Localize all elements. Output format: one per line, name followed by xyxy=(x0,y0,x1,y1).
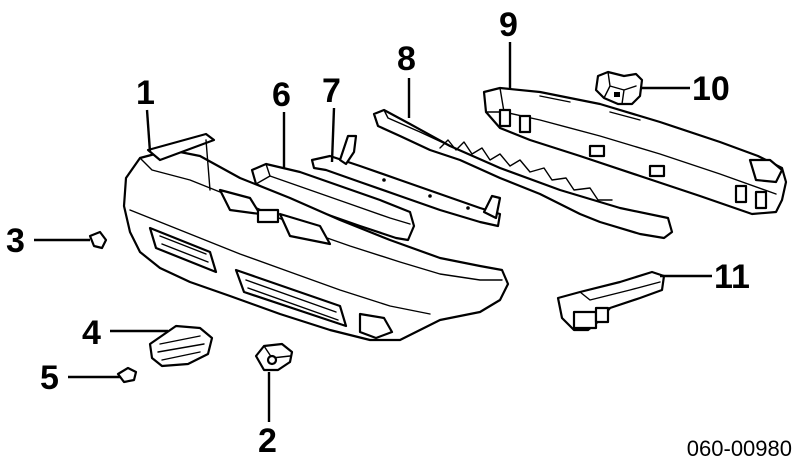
callout-6: 6 xyxy=(272,76,291,114)
part-2-fog-lamp xyxy=(254,342,294,372)
part-8-energy-absorber xyxy=(372,108,674,240)
callout-7: 7 xyxy=(322,72,341,110)
callout-9: 9 xyxy=(499,6,518,44)
part-5-clip xyxy=(116,366,138,384)
leader-7 xyxy=(330,107,336,163)
callout-10: 10 xyxy=(692,70,730,108)
leader-1 xyxy=(145,109,152,153)
callout-labels: 1 2 3 4 5 6 7 8 9 10 11 xyxy=(6,6,750,460)
part-10-bracket xyxy=(594,70,644,106)
part-3-clip xyxy=(88,230,108,250)
callout-5: 5 xyxy=(40,359,59,397)
callout-2: 2 xyxy=(258,422,277,460)
callout-11: 11 xyxy=(714,258,750,296)
part-1-bumper-cover xyxy=(122,132,510,342)
callout-1: 1 xyxy=(136,74,155,112)
part-11-side-bracket xyxy=(556,270,666,332)
part-4-fog-grille xyxy=(148,324,214,368)
drawing-number: 060-00980 xyxy=(687,436,792,461)
part-7-support-rail xyxy=(310,134,502,228)
callout-8: 8 xyxy=(397,40,416,78)
leader-lines xyxy=(34,42,712,422)
part-9-reinforcement-beam xyxy=(482,86,788,216)
callout-4: 4 xyxy=(82,314,101,352)
callout-3: 3 xyxy=(6,222,25,260)
